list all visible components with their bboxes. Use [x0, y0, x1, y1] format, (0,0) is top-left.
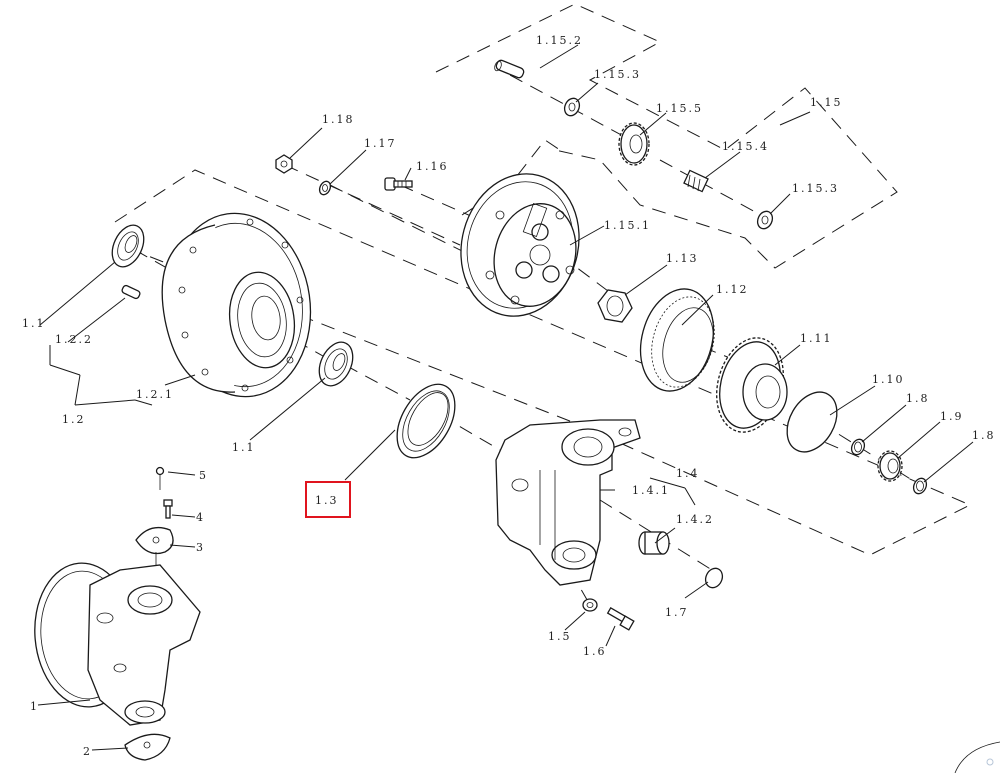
part-4-bolt — [163, 499, 173, 519]
label-1-1-b: 1.1 — [232, 441, 256, 454]
label-1-15-1: 1.15.1 — [604, 219, 651, 232]
label-1-15-2: 1.15.2 — [536, 34, 583, 47]
part-1-16-bolt — [384, 177, 413, 191]
label-1-1-a: 1.1 — [22, 317, 46, 330]
label-1-18: 1.18 — [322, 113, 355, 126]
part-1-4-2-bushing — [638, 531, 670, 555]
label-1-16: 1.16 — [416, 160, 449, 173]
label-1-6: 1.6 — [583, 645, 607, 658]
label-1-17: 1.17 — [364, 137, 397, 150]
label-1-2-1: 1.2.1 — [136, 388, 174, 401]
label-3: 3 — [196, 541, 205, 554]
part-1-15-4-needle-bearing — [683, 169, 709, 193]
part-5-screw — [155, 466, 165, 490]
label-1-15-5: 1.15.5 — [656, 102, 703, 115]
label-1-12: 1.12 — [716, 283, 749, 296]
label-5: 5 — [199, 469, 208, 482]
part-1-15-3-washer-b — [756, 210, 774, 230]
part-1-1-bearing-right — [318, 341, 354, 387]
label-1-8-a: 1.8 — [906, 392, 930, 405]
part-1-2-1-hub-housing — [161, 212, 312, 398]
part-1-5-washer — [582, 598, 598, 612]
part-1-8-snap-ring-a — [850, 438, 866, 456]
part-1-axle-assembly — [34, 562, 201, 726]
part-1-17-washer — [318, 180, 332, 196]
label-1-2: 1.2 — [62, 413, 86, 426]
label-1-4: 1.4 — [676, 467, 700, 480]
label-1-5: 1.5 — [548, 630, 572, 643]
part-1-6-bolt — [606, 607, 635, 631]
part-1-9-pinion — [877, 450, 903, 482]
part-1-15-1-planet-carrier — [460, 173, 580, 317]
group-outline-1-15 — [435, 3, 898, 269]
part-1-7-seal — [704, 567, 724, 589]
part-1-13-nut — [597, 289, 633, 323]
part-1-4-1-steering-knuckle — [495, 419, 641, 586]
part-1-18-nut — [275, 154, 293, 174]
label-1-15: 1.15 — [810, 96, 843, 109]
highlight-box-1-3 — [305, 481, 351, 518]
part-1-15-3-washer-a — [563, 97, 581, 117]
label-1-3: 1.3 — [315, 494, 339, 507]
part-1-8-snap-ring-b — [912, 477, 928, 495]
part-1-11-sun-gear-hub — [716, 337, 788, 433]
label-1: 1 — [30, 700, 39, 713]
part-labels: 1.15.2 1.15.3 1.15.5 1.15 1.18 1.17 1.16… — [22, 34, 996, 758]
label-1-8-b: 1.8 — [972, 429, 996, 442]
label-1-10: 1.10 — [872, 373, 905, 386]
label-1-7: 1.7 — [665, 606, 689, 619]
leader-lines — [37, 44, 974, 751]
label-1-15-4: 1.15.4 — [722, 140, 769, 153]
part-1-3-seal-ring — [396, 383, 456, 459]
label-1-4-2: 1.4.2 — [676, 513, 714, 526]
part-1-10-o-ring — [786, 391, 838, 453]
label-1-13: 1.13 — [666, 252, 699, 265]
label-4: 4 — [196, 511, 205, 524]
label-1-4-1: 1.4.1 — [632, 484, 670, 497]
corner-watermark-icon — [954, 741, 1000, 774]
part-1-2-2-pin — [121, 284, 141, 300]
label-1-9: 1.9 — [940, 410, 964, 423]
part-1-15-5-planet-gear — [618, 122, 650, 166]
part-2-bottom-plate — [124, 733, 171, 761]
part-3-cover-plate — [135, 526, 174, 570]
part-1-12-ring-gear — [639, 288, 715, 392]
group-outline-1-2 — [114, 169, 972, 556]
label-1-15-3-b: 1.15.3 — [792, 182, 839, 195]
part-1-1-bearing-left — [111, 224, 145, 268]
label-1-11: 1.11 — [800, 332, 833, 345]
label-1-2-2: 1.2.2 — [55, 333, 93, 346]
label-2: 2 — [83, 745, 92, 758]
part-1-15-2-pin — [494, 59, 525, 79]
label-1-15-3-a: 1.15.3 — [594, 68, 641, 81]
